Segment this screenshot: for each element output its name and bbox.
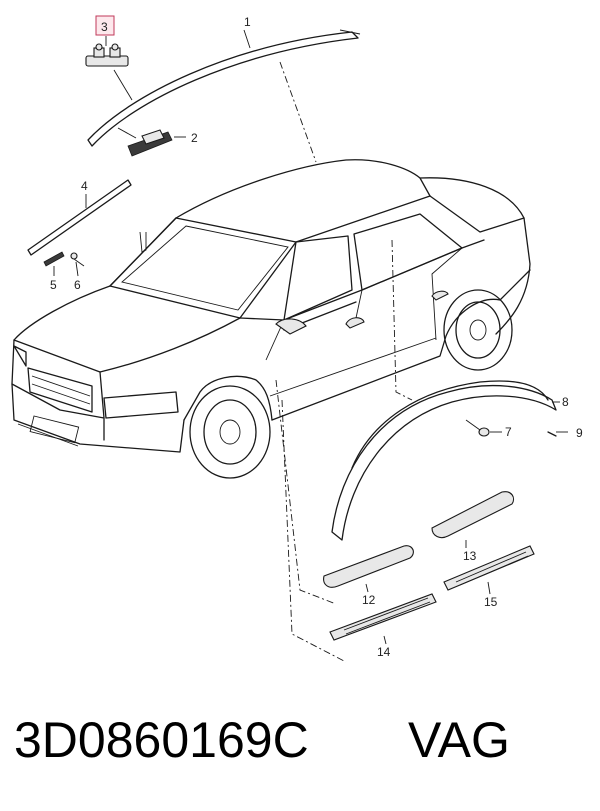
leader-1 — [279, 61, 317, 163]
callout-12: 12 — [362, 593, 376, 607]
callout-13: 13 — [463, 549, 477, 563]
screw-part-7 — [465, 419, 502, 437]
callout-14: 14 — [377, 645, 391, 659]
part-number: 3D0860169C — [14, 712, 309, 768]
leader-lines — [275, 239, 413, 663]
callout-8: 8 — [562, 395, 569, 409]
callout-15: 15 — [484, 595, 498, 609]
bracket-part-2 — [117, 127, 186, 157]
sill-panel-part-12 — [323, 545, 414, 593]
callout-2: 2 — [191, 131, 198, 145]
sill-panel-part-13 — [431, 491, 515, 548]
scuff-plate-part-15 — [443, 545, 535, 595]
callout-labels: 1 2 3 4 5 6 7 8 9 12 13 14 15 — [50, 15, 583, 659]
parts-5-6 — [43, 251, 85, 277]
highlight-box — [95, 15, 115, 36]
parts-diagram: 1 2 3 4 5 6 7 8 9 12 13 14 15 — [11, 15, 583, 663]
car-illustration — [11, 159, 531, 479]
wheel-arch-trim — [331, 380, 568, 541]
roof-trim-strip — [87, 29, 361, 147]
scuff-plate-part-14 — [329, 593, 437, 645]
brand-label: VAG — [408, 712, 510, 768]
callout-6: 6 — [74, 278, 81, 292]
callout-7: 7 — [505, 425, 512, 439]
clip-part-3 — [85, 15, 133, 101]
callout-3: 3 — [101, 20, 108, 34]
callout-9: 9 — [576, 426, 583, 440]
callout-1: 1 — [244, 15, 251, 29]
callout-5: 5 — [50, 278, 57, 292]
pillar-strip-part-4 — [27, 179, 132, 256]
callout-4: 4 — [81, 179, 88, 193]
